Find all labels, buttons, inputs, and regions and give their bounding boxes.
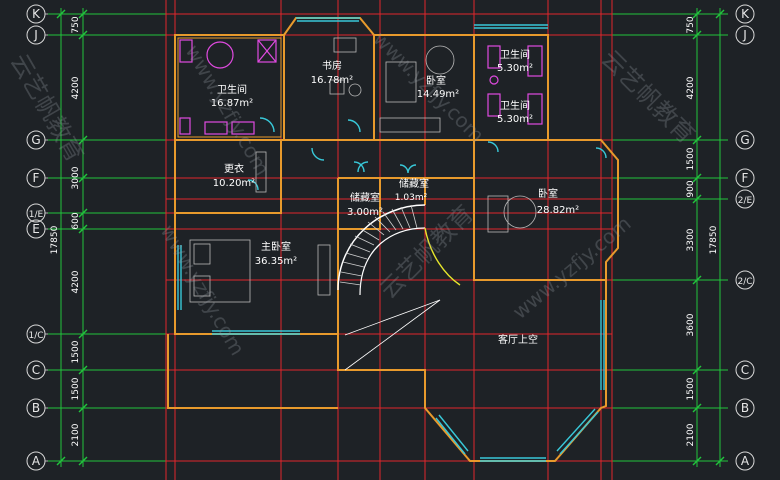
dimension-text: 600	[71, 212, 81, 229]
dimension-text: 750	[686, 16, 696, 33]
axis-label: K	[32, 7, 41, 21]
room-name-bath1: 卫生间	[217, 83, 247, 96]
axis-bubble-K-left: K	[26, 4, 46, 24]
axis-label: G	[31, 133, 40, 147]
axis-bubble-G-right: G	[735, 130, 755, 150]
dimension-total: 17850	[50, 225, 60, 254]
axis-bubble-C-left: C	[26, 360, 46, 380]
room-name-storage2: 储藏室	[399, 177, 429, 190]
walls	[167, 17, 619, 462]
room-name-dressing: 更衣	[224, 162, 244, 175]
dimension-text: 3300	[686, 228, 696, 251]
axis-label: F	[33, 171, 40, 185]
axis-label: 1/C	[28, 331, 43, 341]
axis-label: B	[32, 401, 40, 415]
axis-label: J	[742, 28, 747, 42]
room-area-bedroom3: 14.49m²	[417, 89, 459, 100]
axis-bubbles-right: K J G F 2/E 2/C C B A	[735, 4, 755, 471]
furniture	[189, 37, 537, 303]
axis-bubble-2C-right: 2/C	[735, 270, 755, 290]
axis-bubble-G-left: G	[26, 130, 46, 150]
dimension-text: 3000	[71, 166, 81, 189]
room-area-bath1: 16.87m²	[211, 98, 253, 109]
room-labels: 卫生间 16.87m² 书房 16.78m² 卧室 14.49m² 卫生间 5.…	[211, 48, 579, 346]
dimension-text: 2100	[686, 423, 696, 446]
axis-bubble-J-left: J	[26, 25, 46, 45]
spiral-stair	[337, 204, 461, 371]
room-name-master-bedroom: 主卧室	[261, 240, 291, 253]
axis-bubble-A-right: A	[735, 451, 755, 471]
axis-label: G	[740, 133, 749, 147]
room-name-bath2: 卫生间	[500, 48, 530, 61]
axis-label: A	[741, 454, 750, 468]
axis-label: K	[741, 7, 750, 21]
watermark-text: 云艺帆教育	[5, 49, 89, 167]
axis-label: A	[32, 454, 41, 468]
dimension-ticks	[56, 9, 725, 466]
axis-leaders-left	[45, 13, 48, 462]
axis-bubble-C-right: C	[735, 360, 755, 380]
dimensions-left: 750 4200 3000 600 4200 1500 1500 2100 17…	[50, 16, 81, 446]
dimension-text: 1500	[686, 377, 696, 400]
axis-label: C	[741, 363, 749, 377]
axis-bubble-B-right: B	[735, 398, 755, 418]
axis-bubble-A-left: A	[26, 451, 46, 471]
dimension-text: 4200	[71, 76, 81, 99]
windows	[177, 17, 607, 462]
axis-label: 1/E	[29, 210, 44, 220]
room-name-living-void: 客厅上空	[498, 333, 538, 346]
watermark-text: www.yzfjy.com	[181, 41, 275, 180]
dimension-text: 4200	[686, 76, 696, 99]
watermark-text: www.yzfjy.com	[156, 221, 250, 360]
dimension-total: 17850	[709, 225, 719, 254]
dimension-lines	[48, 8, 728, 467]
room-area-bedroom2: 28.82m²	[537, 205, 579, 216]
room-name-storage1: 储藏室	[350, 191, 380, 204]
watermark-text: 云艺帆教育	[596, 44, 701, 149]
axis-label: C	[32, 363, 40, 377]
room-area-storage1: 3.00m²	[347, 207, 383, 218]
axis-label: E	[32, 222, 40, 236]
dimension-text: 1500	[686, 147, 696, 170]
axis-bubble-F-left: F	[26, 168, 46, 188]
dimensions-right: 750 4200 1500 900 3300 3600 1500 2100 17…	[686, 16, 719, 446]
room-area-storage2: 1.03m²	[395, 193, 428, 203]
axis-bubble-B-left: B	[26, 398, 46, 418]
watermark-text: www.yzfjy.com	[508, 211, 636, 324]
watermark-text: 云艺帆教育	[374, 200, 479, 305]
room-area-bath3: 5.30m²	[497, 114, 533, 125]
axis-bubble-K-right: K	[735, 4, 755, 24]
room-area-master-bedroom: 36.35m²	[255, 256, 297, 267]
dimension-text: 3600	[686, 313, 696, 336]
room-name-bedroom3: 卧室	[426, 74, 446, 87]
axis-bubbles-left: K J G F 1/E E 1/C C B A	[26, 4, 46, 471]
room-name-study: 书房	[322, 59, 342, 72]
room-name-bedroom2: 卧室	[538, 187, 558, 200]
axis-bubble-J-right: J	[735, 25, 755, 45]
dimension-text: 1500	[71, 340, 81, 363]
dimension-text: 750	[71, 16, 81, 33]
room-area-bath2: 5.30m²	[497, 63, 533, 74]
dimension-text: 1500	[71, 377, 81, 400]
axis-bubble-2E-right: 2/E	[735, 189, 755, 209]
axis-label: 2/E	[738, 196, 753, 206]
room-area-study: 16.78m²	[311, 75, 353, 86]
dimension-text: 900	[686, 180, 696, 197]
axis-label: 2/C	[737, 277, 752, 287]
axis-label: F	[742, 171, 749, 185]
dimension-text: 4200	[71, 270, 81, 293]
axis-label: B	[741, 401, 749, 415]
axis-label: J	[33, 28, 38, 42]
sanitary-fixtures	[179, 39, 543, 135]
room-area-dressing: 10.20m²	[213, 178, 255, 189]
room-name-bath3: 卫生间	[500, 99, 530, 112]
dimension-text: 2100	[71, 423, 81, 446]
axis-bubble-F-right: F	[735, 168, 755, 188]
axis-bubble-1E-left: 1/E	[26, 203, 46, 223]
axis-bubble-1C-left: 1/C	[26, 324, 46, 344]
axis-bubble-E-left: E	[26, 219, 46, 239]
watermark-text: www.yzfjy.com	[368, 27, 489, 148]
